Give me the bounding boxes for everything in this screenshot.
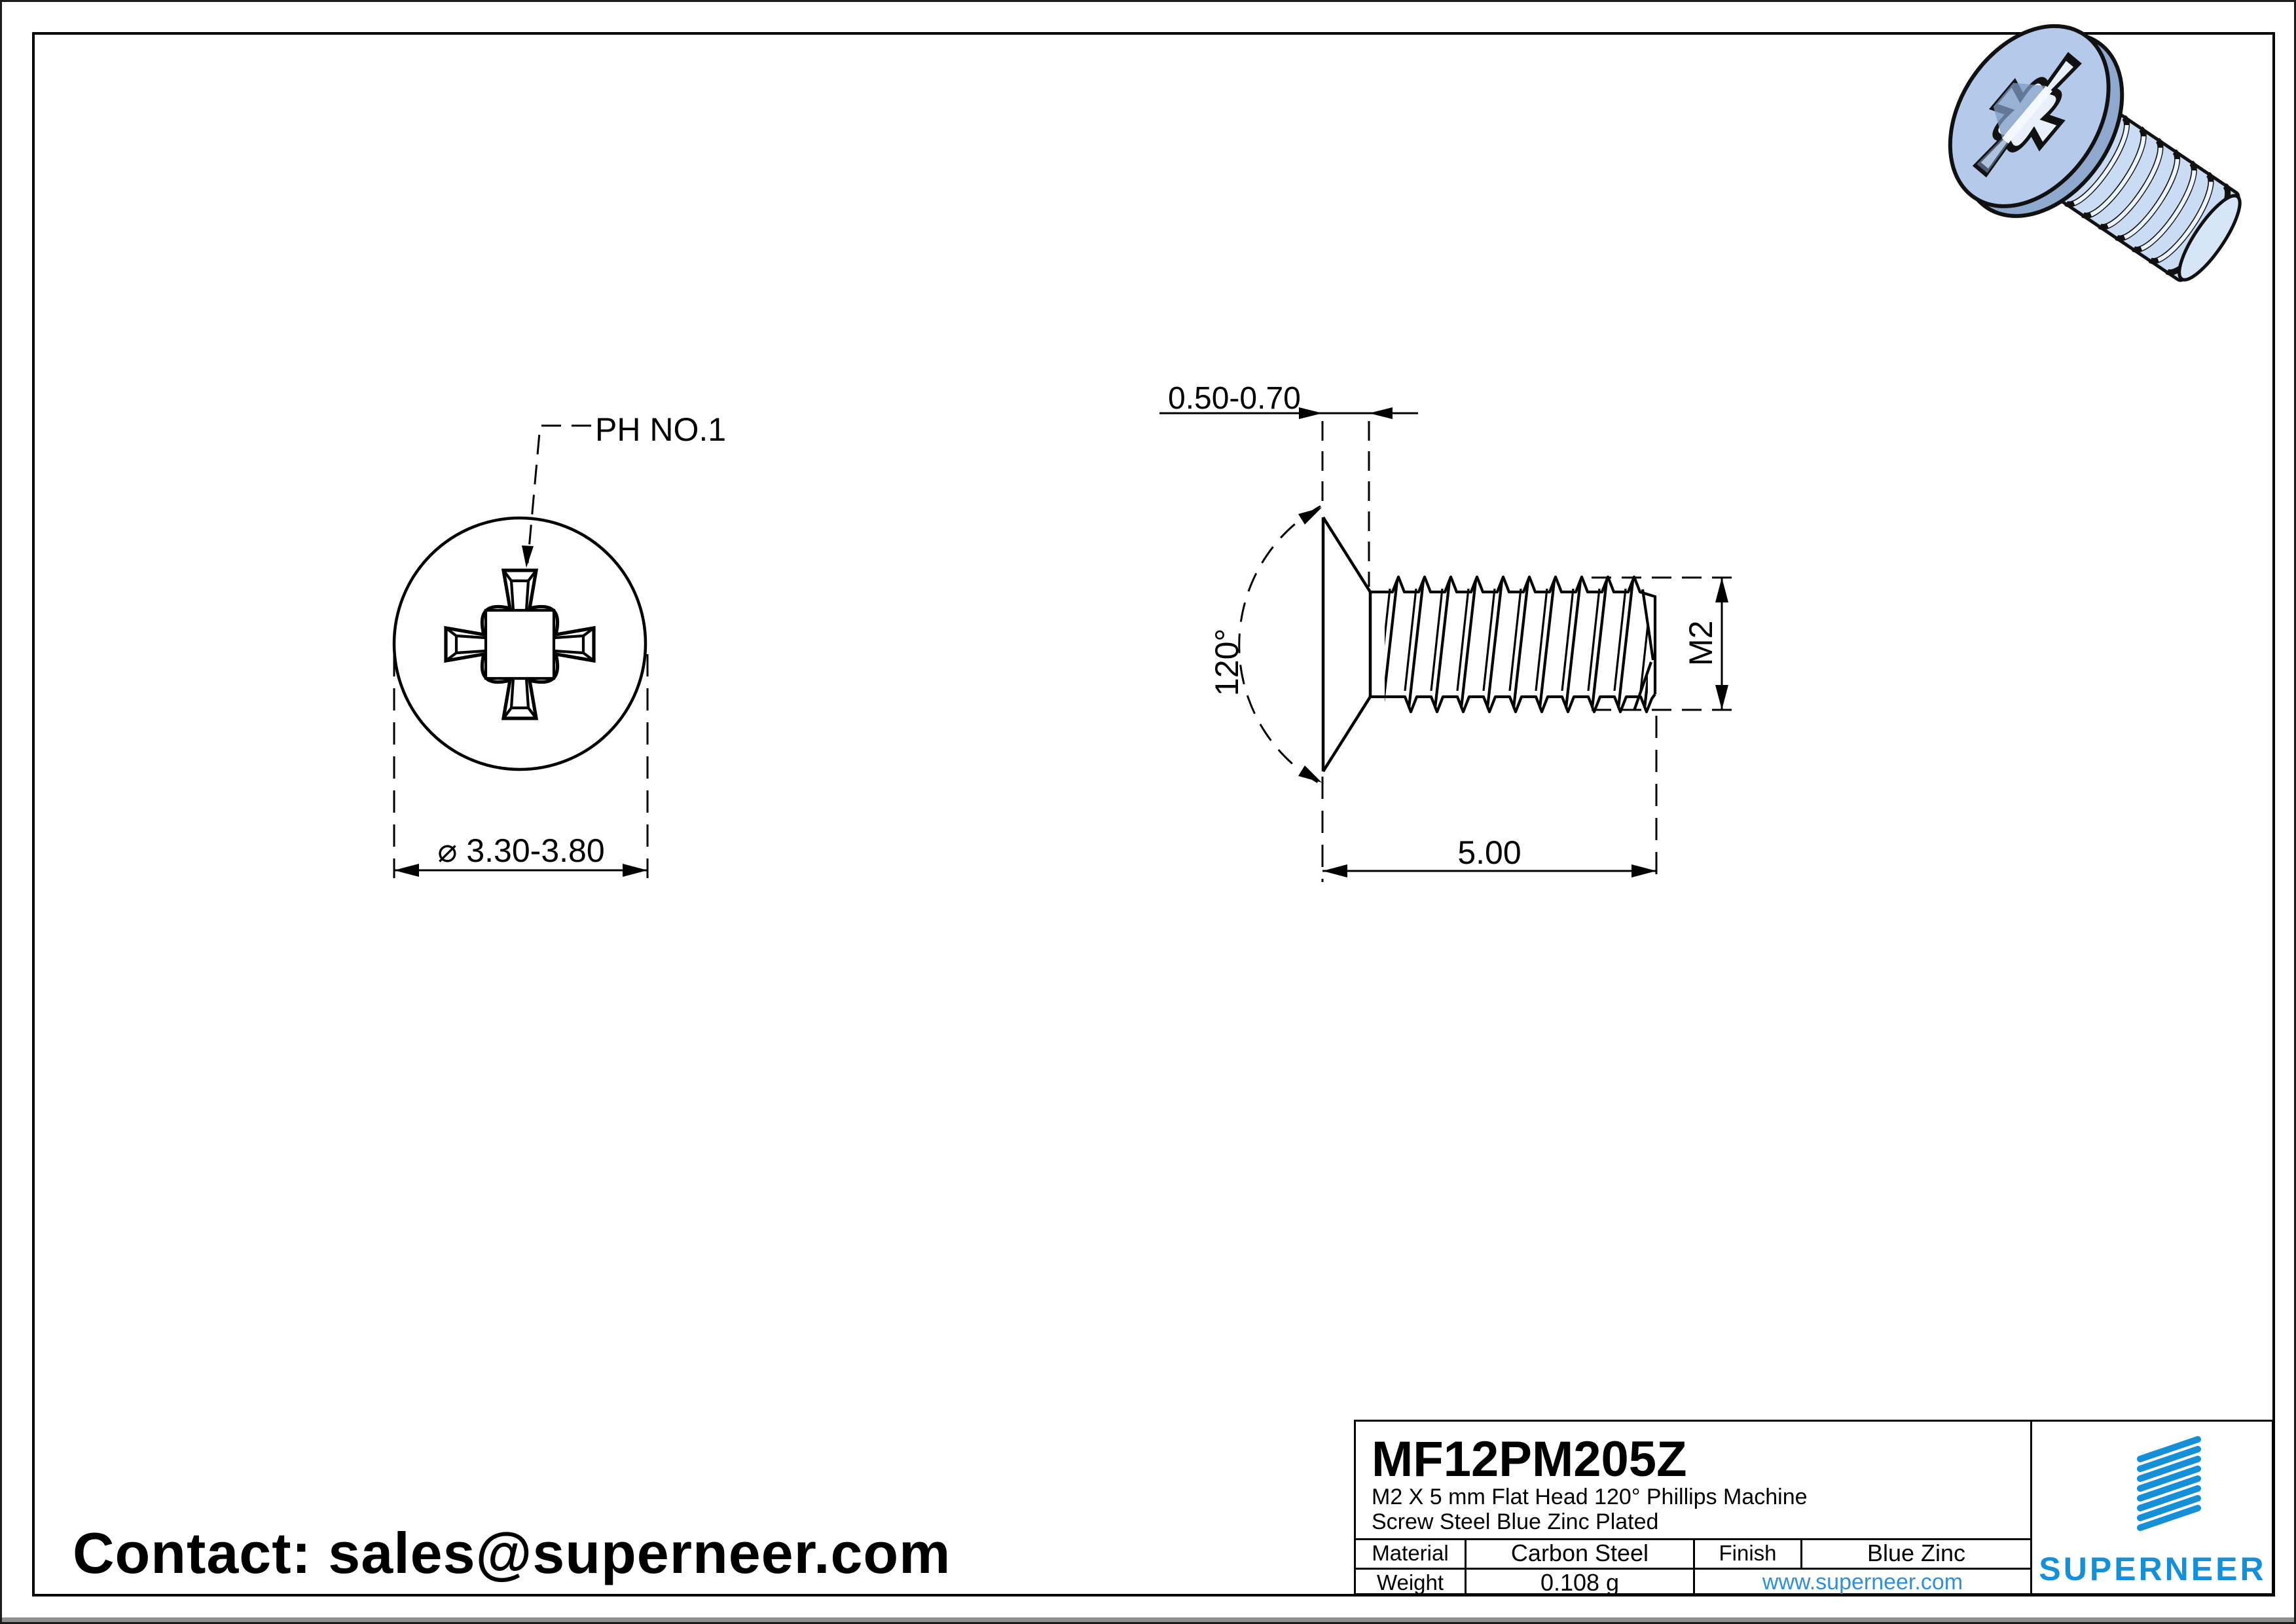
superneer-logo-icon (2137, 1436, 2201, 1531)
headheight-arrow-right (1299, 407, 1322, 419)
ph-leader-line (526, 424, 591, 564)
angle-dim-text: 120° (1209, 629, 1245, 696)
m2-arrow-bottom (1715, 685, 1728, 710)
finish-label: Finish (1719, 1540, 1777, 1565)
angle-arrow-bottom (1298, 766, 1322, 783)
finish-value: Blue Zinc (1867, 1539, 1966, 1566)
front-view (392, 424, 649, 878)
headheight-dim-text: 0.50-0.70 (1168, 381, 1301, 416)
m2-ext-lines (1592, 576, 1737, 711)
length-arrow-left (1322, 864, 1347, 877)
titleblock-col-divider-a (1465, 1538, 1467, 1593)
weight-label: Weight (1376, 1570, 1444, 1595)
titleblock-col-divider-c (1800, 1538, 1802, 1568)
phillips-recess-center-square (484, 608, 556, 680)
diameter-dim-text: ⌀ 3.30-3.80 (437, 832, 604, 869)
length-arrow-right (1631, 864, 1656, 877)
length-dim-text: 5.00 (1457, 834, 1521, 871)
headheight-ext-lines (1321, 421, 1370, 587)
window-bottom-edge (2, 1617, 2294, 1622)
phillips-recess-outer (446, 570, 594, 718)
part-description-line2: Screw Steel Blue Zinc Plated (1372, 1509, 1659, 1534)
drive-size-label: PH NO.1 (595, 411, 726, 448)
headheight-arrow-left (1369, 407, 1393, 419)
part-description-line1: M2 X 5 mm Flat Head 120° Phillips Machin… (1372, 1485, 1808, 1509)
contact-email-text: Contact: sales@superneer.com (73, 1521, 951, 1585)
weight-value: 0.108 g (1540, 1568, 1620, 1596)
titleblock-logo-divider (2030, 1422, 2032, 1593)
screw-3d-illustration (1948, 24, 2242, 282)
diameter-arrow-right (623, 864, 647, 877)
website-link[interactable]: www.superneer.com (1762, 1570, 1963, 1595)
head-outline-circle (392, 516, 647, 771)
screw-3d-threads (2047, 103, 2231, 276)
side-view (1159, 407, 1737, 882)
length-ext-lines (1321, 716, 1658, 882)
m2-dim-text: M2 (1683, 621, 1719, 666)
angle-arc (1238, 505, 1321, 785)
part-number: MF12PM205Z (1372, 1431, 1687, 1487)
screw-3d-tip (2178, 194, 2242, 282)
m2-arrow-top (1715, 578, 1728, 602)
brand-cell: SUPERNEER (2032, 1422, 2274, 1593)
drawing-frame (32, 32, 2275, 1596)
brand-name: SUPERNEER (2039, 1551, 2267, 1587)
diameter-ext-lines (393, 654, 649, 878)
material-value: Carbon Steel (1510, 1539, 1649, 1566)
titleblock-col-divider-b (1693, 1538, 1695, 1593)
title-block: MF12PM205Z M2 X 5 mm Flat Head 120° Phil… (1354, 1420, 2274, 1596)
diameter-arrow-left (394, 864, 419, 877)
thread-flank-hatch (1385, 581, 1648, 708)
head-profile (1321, 516, 1372, 773)
ph-leader-arrow (522, 545, 534, 568)
screw-3d-phillips (1958, 41, 2096, 188)
angle-arrow-top (1298, 507, 1322, 525)
material-label: Material (1372, 1540, 1449, 1565)
